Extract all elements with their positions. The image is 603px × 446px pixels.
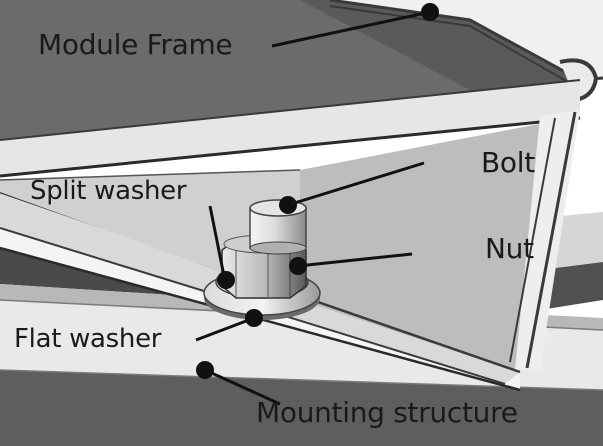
nut-leader [297, 252, 413, 268]
bolt-marker [279, 196, 297, 214]
nut-label: Nut [485, 232, 534, 265]
split-washer-leader [208, 205, 226, 277]
flat-washer-label: Flat washer [14, 324, 162, 354]
mounting-structure-leader [204, 368, 281, 406]
split-washer-label: Split washer [30, 176, 187, 206]
split-washer-marker [217, 271, 235, 289]
mounting-structure-marker [196, 361, 214, 379]
nut-marker [289, 257, 307, 275]
bolt-label: Bolt [481, 146, 535, 179]
bolt-leader [287, 161, 425, 207]
module-frame-label: Module Frame [38, 28, 233, 61]
module-frame-marker [421, 3, 439, 21]
leader-lines [195, 3, 439, 406]
flat-washer-marker [245, 309, 263, 327]
mounting-structure-label: Mounting structure [256, 396, 518, 429]
module-frame-leader [271, 10, 431, 48]
flat-washer-leader [195, 316, 255, 342]
